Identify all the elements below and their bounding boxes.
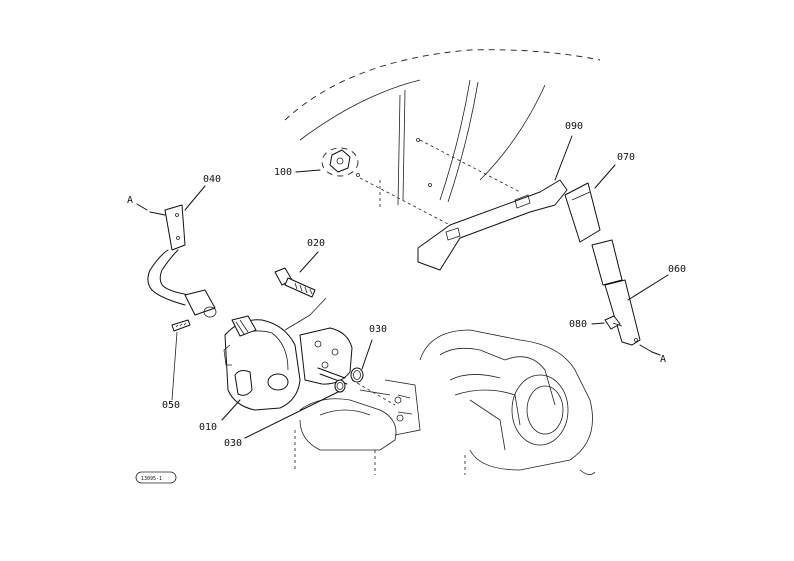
callout-100: 100 [274, 167, 292, 178]
callout-060: 060 [668, 264, 686, 275]
part-090-bracket [359, 135, 573, 271]
callout-030-upper: 030 [369, 324, 387, 335]
part-030-o-rings [244, 339, 396, 439]
callout-090: 090 [565, 121, 583, 132]
callout-020: 020 [307, 238, 325, 249]
callout-030-lower: 030 [224, 438, 242, 449]
drawing-stamp: 13095-1 [135, 471, 177, 484]
part-060-pedal-arm [591, 239, 669, 353]
background-outlines [284, 49, 601, 475]
callout-070: 070 [617, 152, 635, 163]
part-020-bolt [274, 251, 319, 298]
part-070-pedal-pad [564, 164, 616, 243]
ref-a-right: A [660, 354, 666, 365]
reference-markers: A A [127, 195, 666, 365]
part-080-bolt [591, 315, 623, 330]
callout-040: 040 [203, 174, 221, 185]
ref-a-left: A [127, 195, 133, 206]
callout-050: 050 [162, 400, 180, 411]
callout-010: 010 [199, 422, 217, 433]
part-050-pin [171, 319, 191, 401]
part-040-control-rod [147, 204, 217, 318]
part-100-nut [295, 147, 360, 177]
engine-block [299, 329, 596, 475]
callout-080: 080 [569, 319, 587, 330]
callout-labels: 010 020 030 030 040 050 060 070 080 090 … [162, 121, 686, 449]
part-010-assembly [221, 297, 353, 421]
stamp-text: 13095-1 [141, 476, 162, 482]
